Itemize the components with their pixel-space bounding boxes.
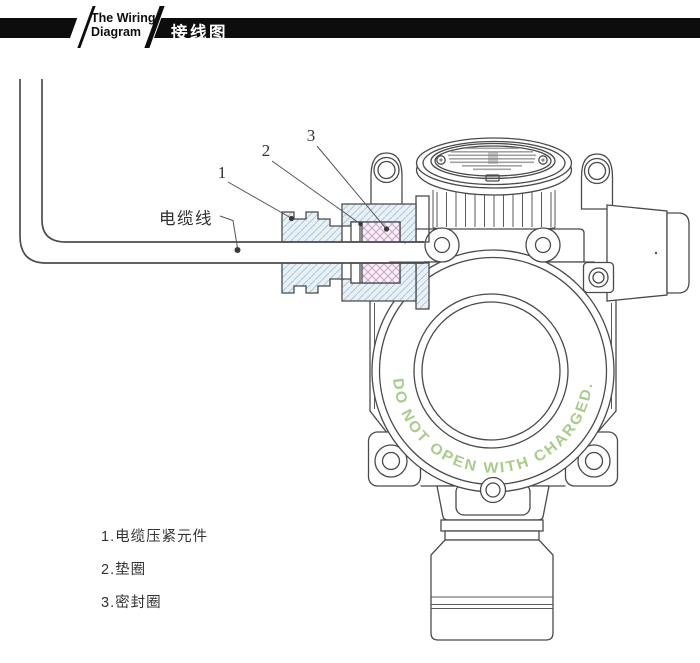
gland-nut-top xyxy=(281,211,343,243)
callout-3: 3 xyxy=(307,126,316,145)
header-title-en-line2: Diagram xyxy=(91,25,142,39)
nameplate xyxy=(430,142,556,182)
mounting-ear-left xyxy=(370,152,403,208)
legend-item-3: 3.密封圈 xyxy=(101,594,162,611)
callouts: 1 2 3 电缆线 xyxy=(159,126,390,253)
cable-gland-assembly xyxy=(281,195,430,310)
mounting-ear-right xyxy=(580,153,614,210)
gland-nut-bottom xyxy=(281,262,343,294)
nameplate-rivet-left xyxy=(436,155,446,165)
window-ring xyxy=(413,293,569,449)
nameplate-text-rows xyxy=(448,147,536,171)
callout-2: 2 xyxy=(262,141,271,160)
bottom-center-bolt xyxy=(479,476,507,504)
legend-item-1: 1.电缆压紧元件 xyxy=(101,528,208,545)
header-title-en-line1: The Wiring xyxy=(91,11,156,25)
nameplate-rivet-right xyxy=(538,155,548,165)
gland-boss-bottom xyxy=(415,262,430,310)
legend: 1.电缆压紧元件 2.垫圈 3.密封圈 xyxy=(101,528,208,611)
seal-ring-bottom xyxy=(361,262,401,284)
cable-label: 电缆线 xyxy=(159,209,213,228)
sensor-head xyxy=(430,519,554,641)
seal-ring-top xyxy=(361,221,401,243)
cable xyxy=(19,79,424,264)
header-title-english: The Wiring Diagram xyxy=(91,11,155,39)
set-screw-fitting xyxy=(582,261,615,294)
washer-bottom xyxy=(350,262,361,284)
top-cap xyxy=(415,137,573,196)
legend-item-2: 2.垫圈 xyxy=(101,561,146,578)
callout-1: 1 xyxy=(218,163,227,182)
header-title-chinese: 接线图 xyxy=(171,24,228,42)
top-bolt-right xyxy=(525,227,561,263)
header-bar xyxy=(0,18,700,38)
ribbed-collar xyxy=(432,190,556,232)
top-bolt-left xyxy=(424,227,460,263)
gas-detector-drawing: DO NOT OPEN WITH CHARGED. xyxy=(19,79,690,641)
junction-box xyxy=(606,204,690,302)
